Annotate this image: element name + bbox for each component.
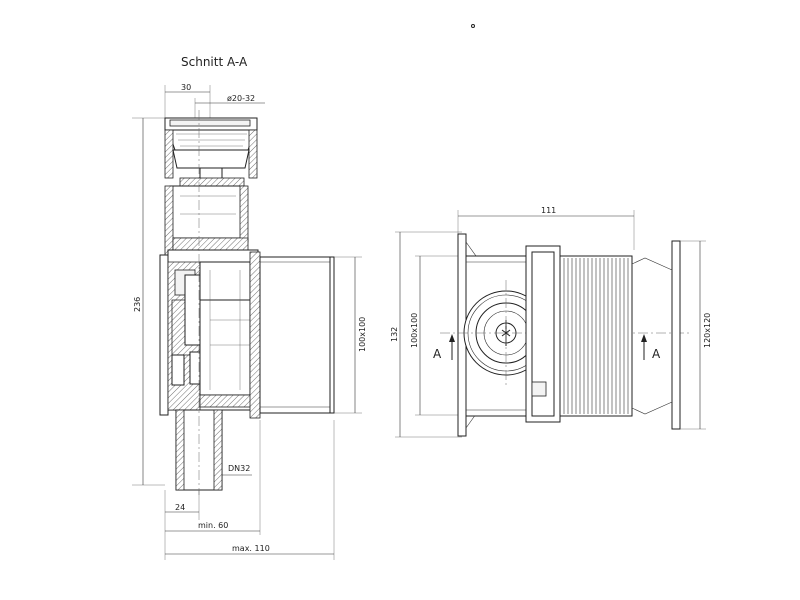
dim-outlet: DN32 — [228, 464, 250, 473]
dim-height: 236 — [133, 297, 142, 312]
dim-box-size: 100x100 — [358, 317, 367, 352]
section-mark-left: A — [433, 347, 442, 361]
ribbed-extension — [559, 255, 633, 417]
dim-outer-height: 132 — [390, 327, 399, 342]
section-mark-right: A — [652, 347, 661, 361]
dim-side-width: 111 — [541, 206, 556, 215]
section-view: Schnitt A-A 30 ø20-32 236 — [132, 55, 367, 560]
reference-dot — [471, 24, 475, 28]
section-title: Schnitt A-A — [181, 55, 248, 69]
dim-min-depth: min. 60 — [198, 521, 228, 530]
dim-plate-size: 120x120 — [703, 313, 712, 348]
side-view: 111 132 100x100 — [390, 206, 712, 438]
dim-top-width: 30 — [181, 83, 191, 92]
dim-inlet-diameter: ø20-32 — [227, 94, 255, 103]
dim-offset: 24 — [175, 503, 185, 512]
dim-side-box-size: 100x100 — [410, 313, 419, 348]
dim-max-depth: max. 110 — [232, 544, 270, 553]
